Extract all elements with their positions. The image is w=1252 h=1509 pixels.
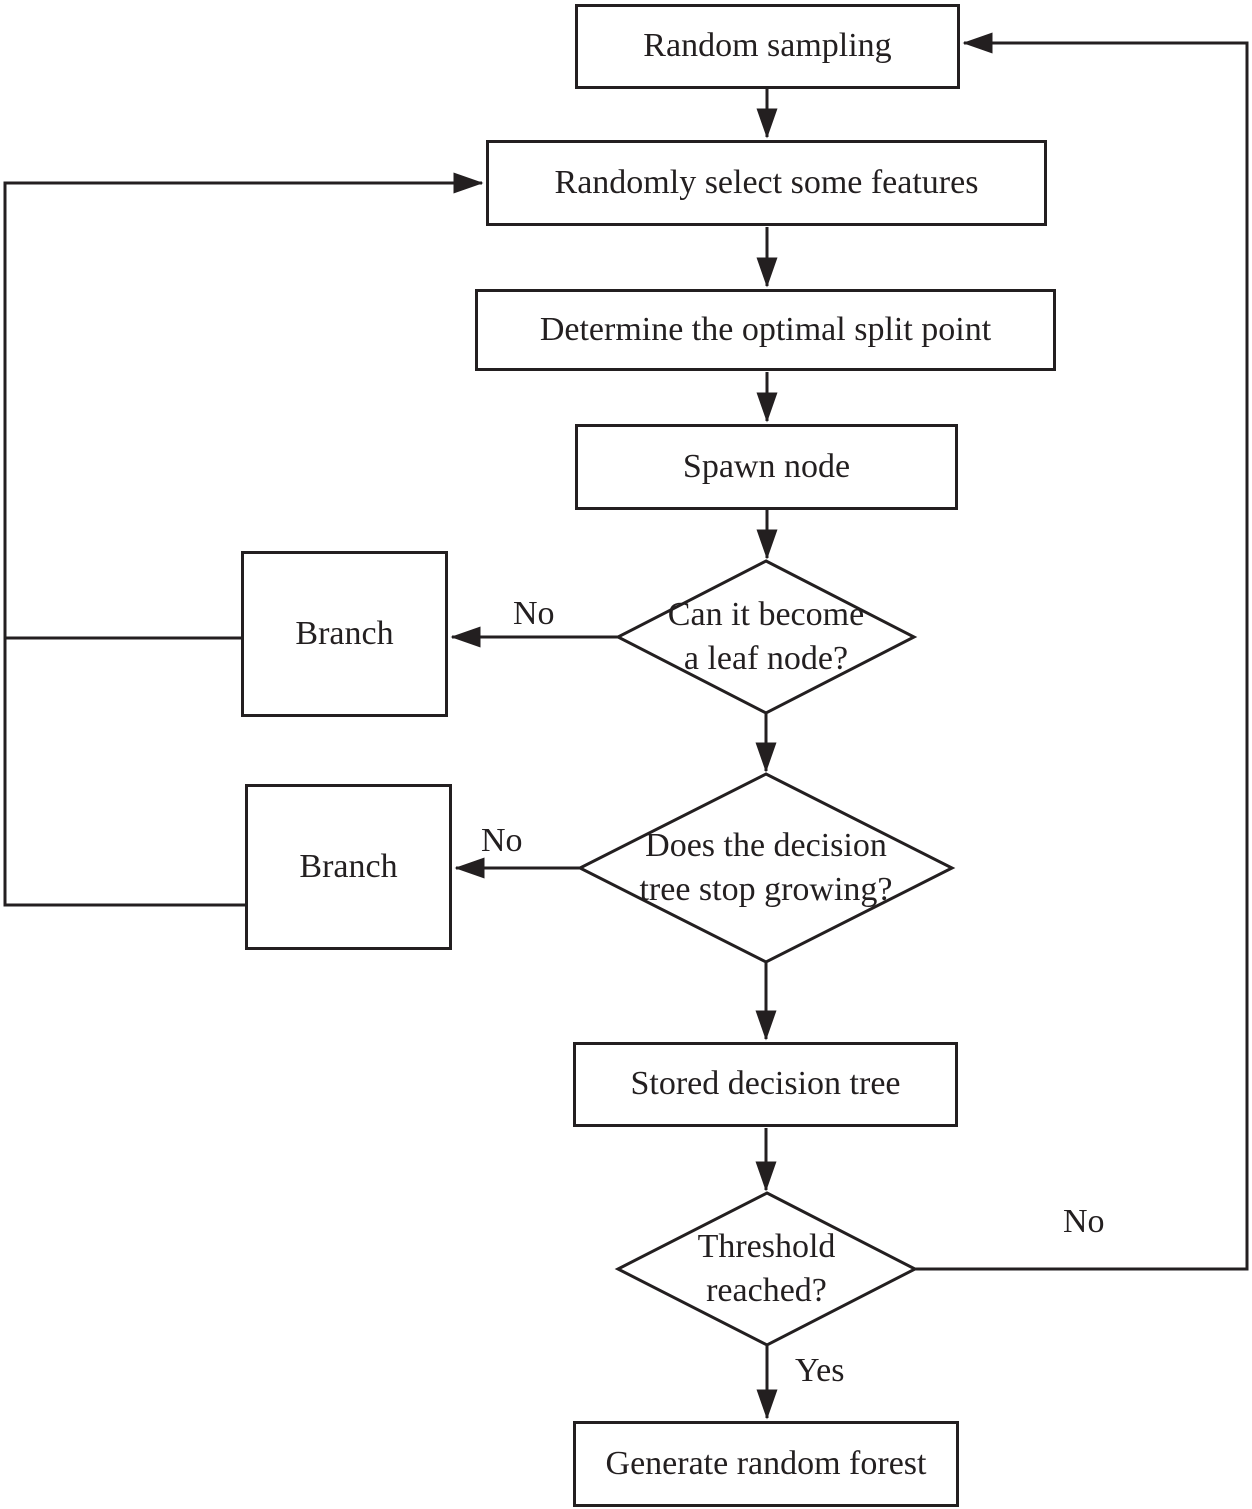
- node-branch-lower: Branch: [245, 784, 452, 950]
- node-random-sampling: Random sampling: [575, 4, 960, 89]
- node-select-features-label: Randomly select some features: [554, 163, 979, 201]
- diamond-leaf-decision-shape: [614, 559, 918, 715]
- node-select-features: Randomly select some features: [486, 140, 1047, 226]
- node-stored-tree: Stored decision tree: [573, 1042, 958, 1127]
- arrow-threshold-no-to-sampling: [915, 32, 1249, 1271]
- node-spawn-node-label: Spawn node: [682, 447, 851, 485]
- edge-label-threshold-yes: Yes: [795, 1352, 845, 1389]
- node-stored-tree-label: Stored decision tree: [630, 1065, 901, 1103]
- node-generate-forest-label: Generate random forest: [605, 1444, 927, 1482]
- node-branch-upper: Branch: [241, 551, 448, 717]
- edge-label-leaf-no: No: [513, 595, 555, 632]
- node-spawn-node: Spawn node: [575, 424, 958, 510]
- diamond-grow-decision-shape: [576, 772, 956, 964]
- node-branch-upper-label: Branch: [295, 614, 394, 652]
- node-generate-forest: Generate random forest: [573, 1421, 959, 1507]
- node-optimal-split-label: Determine the optimal split point: [539, 310, 992, 348]
- node-branch-lower-label: Branch: [299, 847, 398, 885]
- arrow-branch-return-to-features: [3, 172, 484, 907]
- edge-label-grow-no: No: [481, 822, 523, 859]
- diamond-threshold-decision-shape: [614, 1191, 919, 1347]
- node-optimal-split: Determine the optimal split point: [475, 289, 1056, 371]
- node-random-sampling-label: Random sampling: [643, 27, 892, 65]
- edge-label-threshold-no: No: [1063, 1203, 1105, 1240]
